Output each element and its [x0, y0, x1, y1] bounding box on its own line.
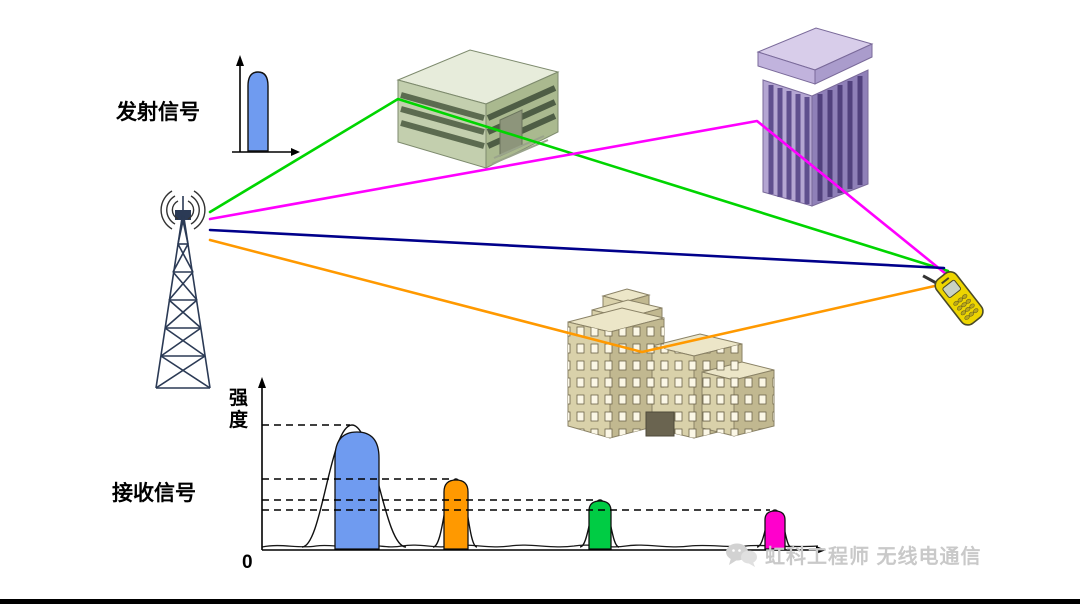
watermark: 虹科工程师 无线电通信: [724, 540, 982, 569]
path-reflected-high-rise: [208, 119, 948, 276]
mobile-phone-icon: [922, 271, 984, 326]
purple-high-rise-icon: [756, 27, 874, 207]
origin-label: 0: [242, 552, 253, 573]
received-pulse-3: [588, 500, 612, 550]
low-building-cluster-icon: [567, 288, 775, 439]
y-axis-arrow: [236, 55, 244, 66]
transmitted-signal-label: 发射信号: [116, 101, 200, 124]
received-signal-chart: [258, 377, 826, 554]
office-building-icon: [396, 49, 560, 169]
wechat-chat-bubbles-icon: [726, 543, 757, 567]
path-reflected-office-building: [208, 97, 950, 273]
received-pulse-4: [764, 510, 786, 550]
path-direct-line-of-sight: [208, 228, 946, 270]
transmission-tower-icon: [155, 196, 211, 389]
transmitted-signal-chart: [232, 55, 300, 156]
received-signal-label: 接收信号: [112, 482, 196, 505]
intensity-axis-label: 强度: [229, 388, 249, 431]
bottom-border: [0, 599, 1080, 604]
x-axis-arrow: [816, 546, 826, 554]
transmitted-pulse: [247, 71, 269, 152]
x-axis-arrow: [291, 148, 300, 156]
y-axis-arrow: [258, 377, 266, 388]
level-dashed-lines: [262, 424, 770, 511]
radio-waves-icon: [160, 190, 206, 230]
watermark-text: 虹科工程师 无线电通信: [765, 546, 982, 568]
path-reflected-low-buildings: [208, 238, 950, 354]
entrance-door: [645, 411, 675, 437]
received-pulse-1: [334, 431, 380, 550]
pulse-envelopes: [301, 424, 792, 548]
received-pulse-2: [443, 479, 469, 550]
